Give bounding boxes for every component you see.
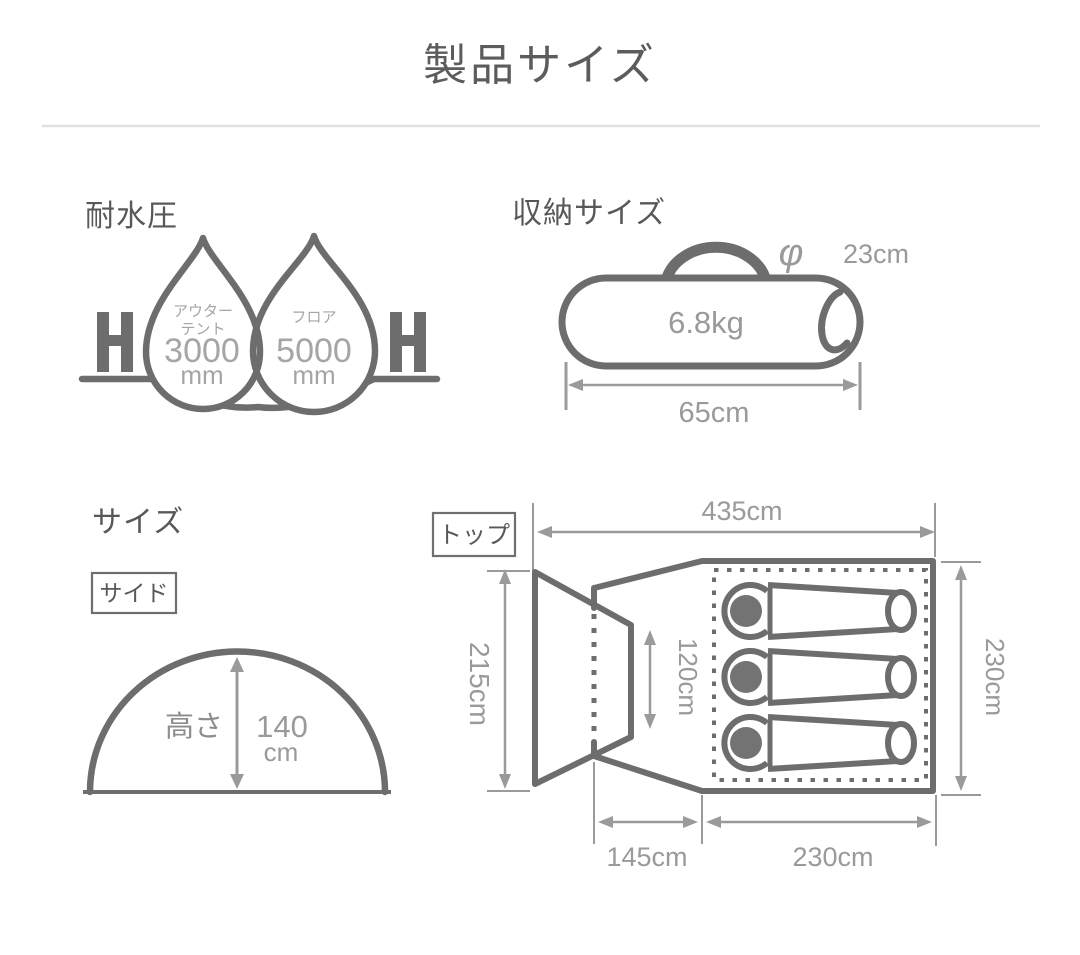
side-view-section: サイズ サイド 高さ 140 cm [83,506,391,796]
arrowhead-up [644,630,656,645]
sleeping-bag-icon [721,582,917,640]
water-drop-floor-icon [249,232,379,416]
storage-heading: 収納サイズ [512,197,666,230]
diameter-symbol: φ [779,232,804,274]
diameter-value: 23cm [843,239,909,269]
arrowhead-up [230,657,244,672]
side-view-label: サイド [100,580,169,606]
top-view-label: トップ [438,522,510,549]
height-label: 高さ [165,710,223,743]
arrowhead-down [955,776,967,791]
storage-length: 65cm [679,397,750,429]
height-unit: cm [264,737,299,767]
arrowhead-down [499,774,511,789]
storage-weight: 6.8kg [668,305,744,340]
storage-size-section: 収納サイズ 6.8kg φ 23cm 65cm [512,197,909,429]
h-support-left-icon [97,312,133,372]
floor-label: フロア [291,309,336,326]
storage-bag-icon [558,274,864,370]
total-width-value: 435cm [701,496,782,526]
tent-side-dome-icon [86,648,389,796]
side-view-label-box [90,571,178,615]
arrowhead-left [537,526,552,538]
front-width-value: 215cm [464,642,495,726]
arrowhead-right [917,816,932,828]
door-width-value: 120cm [673,638,703,716]
sleeping-bag-icon [721,714,917,772]
arrowhead-down [644,714,656,729]
water-resistance-heading: 耐水圧 [85,200,178,233]
inner-length-value: 230cm [792,842,873,872]
arrowhead-right [920,526,935,538]
arrowhead-right [843,379,858,391]
arrowhead-up [955,565,967,580]
tent-open-door-icon [532,569,634,787]
inner-floor-dotted-rect [712,568,928,782]
water-drop-outer-icon [142,234,264,413]
right-depth-value: 230cm [980,638,1010,716]
storage-bag-end-cap-icon [818,288,851,354]
sleeping-bag-icon [721,648,917,706]
height-value: 140 [256,709,308,744]
floor-unit: mm [292,360,335,390]
arrowhead-left [568,379,583,391]
arrowhead-left [598,816,613,828]
sleeper-head [730,661,762,693]
sleeper-head [730,595,762,627]
outer-tent-value: 3000 [164,332,240,370]
arrowhead-right [683,816,698,828]
top-view-section: トップ 435cm [431,496,1010,872]
arrowhead-up [499,569,511,584]
size-heading: サイズ [92,506,184,539]
top-view-label-box [431,511,517,558]
tent-top-outline-icon [591,558,936,794]
page-title: 製品サイズ [423,41,657,90]
storage-bag-handle-icon [660,241,772,287]
outer-tent-label-2: テント [180,321,225,338]
vestibule-length-value: 145cm [606,842,687,872]
sleeper-head [730,727,762,759]
arrowhead-down [230,774,244,789]
water-drop-outer-fill [146,238,260,409]
outer-tent-label-1: アウター [173,303,233,320]
floor-value: 5000 [276,332,352,370]
h-support-right-icon [390,312,426,372]
outer-tent-unit: mm [180,360,223,390]
arrowhead-left [706,816,721,828]
water-resistance-section: 耐水圧 アウター テント 3000 mm フロア 5000 mm [78,200,441,416]
